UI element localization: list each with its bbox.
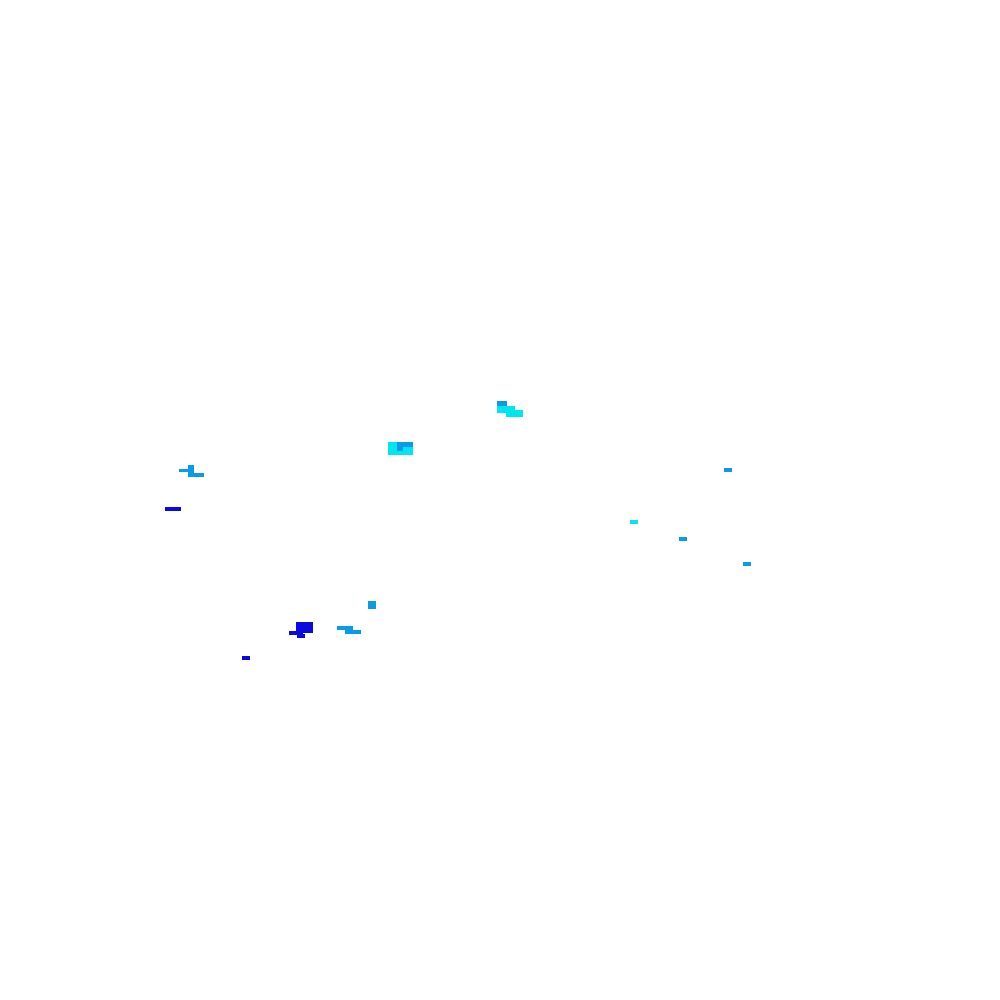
blob-center-cluster	[397, 442, 413, 447]
blob-lower-cluster	[345, 630, 361, 634]
blob-left-cluster	[188, 465, 194, 475]
blob-left-cluster	[179, 469, 191, 472]
blob-right-dot	[724, 468, 732, 472]
blob-left-dash	[165, 507, 181, 511]
blob-lower-cluster	[297, 634, 305, 638]
blob-lower-cluster	[289, 631, 303, 635]
blob-left-cluster	[188, 473, 204, 477]
blob-lower-cluster	[337, 626, 353, 630]
blob-right-dot	[630, 520, 638, 524]
blob-bottom-dot	[242, 656, 250, 660]
blob-top-cluster	[506, 410, 523, 417]
blob-lower-cluster	[296, 622, 313, 633]
blob-right-dot	[679, 537, 687, 541]
blob-top-cluster	[497, 406, 515, 413]
blob-right-dot	[743, 562, 751, 566]
blob-top-cluster	[497, 401, 507, 406]
blob-center-cluster	[397, 447, 403, 451]
blob-lower-dot	[368, 601, 376, 609]
